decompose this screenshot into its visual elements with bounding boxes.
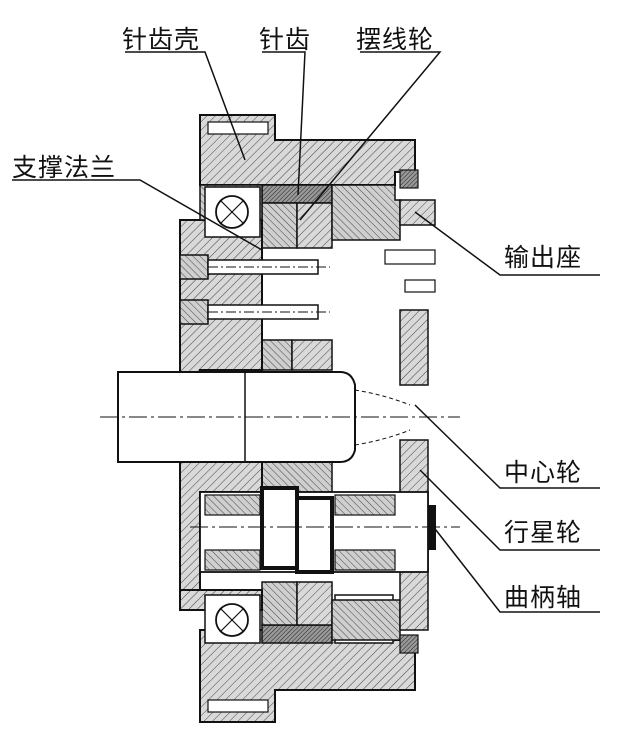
- crankshaft: [190, 486, 460, 574]
- pin-teeth: [261, 184, 333, 644]
- label-pin-teeth: 针齿: [259, 25, 312, 54]
- sun-gear: [399, 309, 429, 631]
- pin-gear-housing-bottom: [199, 629, 416, 723]
- input-shaft: [100, 371, 460, 463]
- label-pin-gear-housing: 针齿壳: [122, 25, 201, 54]
- leader-lines: [12, 51, 600, 613]
- label-support-flange: 支撑法兰: [12, 153, 117, 182]
- label-output-seat: 输出座: [504, 243, 583, 272]
- label-sun-gear: 中心轮: [504, 458, 583, 487]
- label-planet-gear: 行星轮: [504, 518, 583, 547]
- label-crankshaft: 曲柄轴: [504, 583, 583, 612]
- cycloid-wheel: [261, 202, 333, 626]
- output-seat: [331, 169, 436, 654]
- label-cycloid-wheel: 摆线轮: [356, 25, 435, 54]
- bolts: [179, 254, 330, 325]
